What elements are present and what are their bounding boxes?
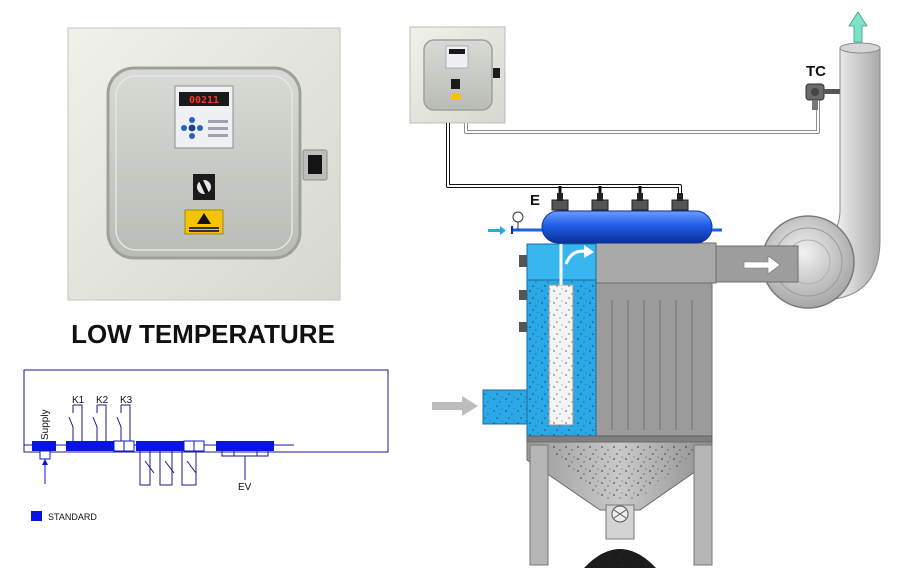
relay-contacts bbox=[68, 404, 269, 486]
electrovalve-3 bbox=[631, 193, 649, 211]
supply-label: Supply bbox=[40, 409, 51, 440]
controller-keypad-icon bbox=[181, 117, 203, 139]
supply-terminal bbox=[39, 450, 51, 460]
wiring-schematic: Supply K1 K2 K3 bbox=[23, 369, 389, 493]
legend: STANDARD bbox=[31, 511, 97, 522]
compressed-air-tank bbox=[488, 210, 722, 244]
door-lock-icon bbox=[302, 149, 328, 181]
hopper bbox=[526, 441, 713, 568]
relay-label-k2: K2 bbox=[96, 395, 109, 406]
filter-housing bbox=[519, 242, 717, 443]
relay-label-k3: K3 bbox=[120, 395, 133, 406]
exhaust-arrow-icon bbox=[848, 11, 868, 43]
main-switch-icon bbox=[193, 174, 215, 200]
temperature-controller: 00211 bbox=[174, 85, 234, 149]
inlet-arrow-icon bbox=[432, 396, 478, 416]
legend-swatch-standard bbox=[31, 511, 42, 521]
supply-arrow-icon bbox=[42, 459, 48, 465]
relay-label-k1: K1 bbox=[72, 395, 85, 406]
flow-arrow-icon bbox=[743, 255, 781, 275]
warning-label-icon bbox=[184, 209, 224, 235]
terminal-block-supply bbox=[32, 441, 56, 451]
electrovalves bbox=[551, 193, 689, 211]
pulse-arrowhead-icon bbox=[584, 245, 594, 258]
terminal-block-relays bbox=[66, 440, 205, 452]
electrovalve-4 bbox=[671, 193, 689, 211]
inlet-duct bbox=[432, 389, 528, 425]
control-cabinet: 00211 bbox=[67, 27, 341, 301]
valves-label: EV bbox=[238, 482, 252, 493]
electrovalve-label: E bbox=[530, 192, 540, 209]
terminal-block-valves bbox=[216, 441, 274, 451]
outlet-duct bbox=[711, 245, 799, 283]
control-panel-small bbox=[409, 26, 506, 124]
pressure-gauge-icon bbox=[512, 211, 524, 223]
filter-bag bbox=[548, 244, 574, 426]
temperature-sensor-label: TC bbox=[806, 63, 826, 80]
temperature-sensor-icon bbox=[805, 83, 840, 110]
electrovalve-2 bbox=[591, 193, 609, 211]
electrovalve-1 bbox=[551, 193, 569, 211]
legend-label-standard: STANDARD bbox=[48, 512, 97, 522]
air-inlet-arrow-icon bbox=[488, 226, 506, 235]
controller-display: 00211 bbox=[189, 95, 219, 106]
diagram-title: LOW TEMPERATURE bbox=[71, 319, 335, 349]
